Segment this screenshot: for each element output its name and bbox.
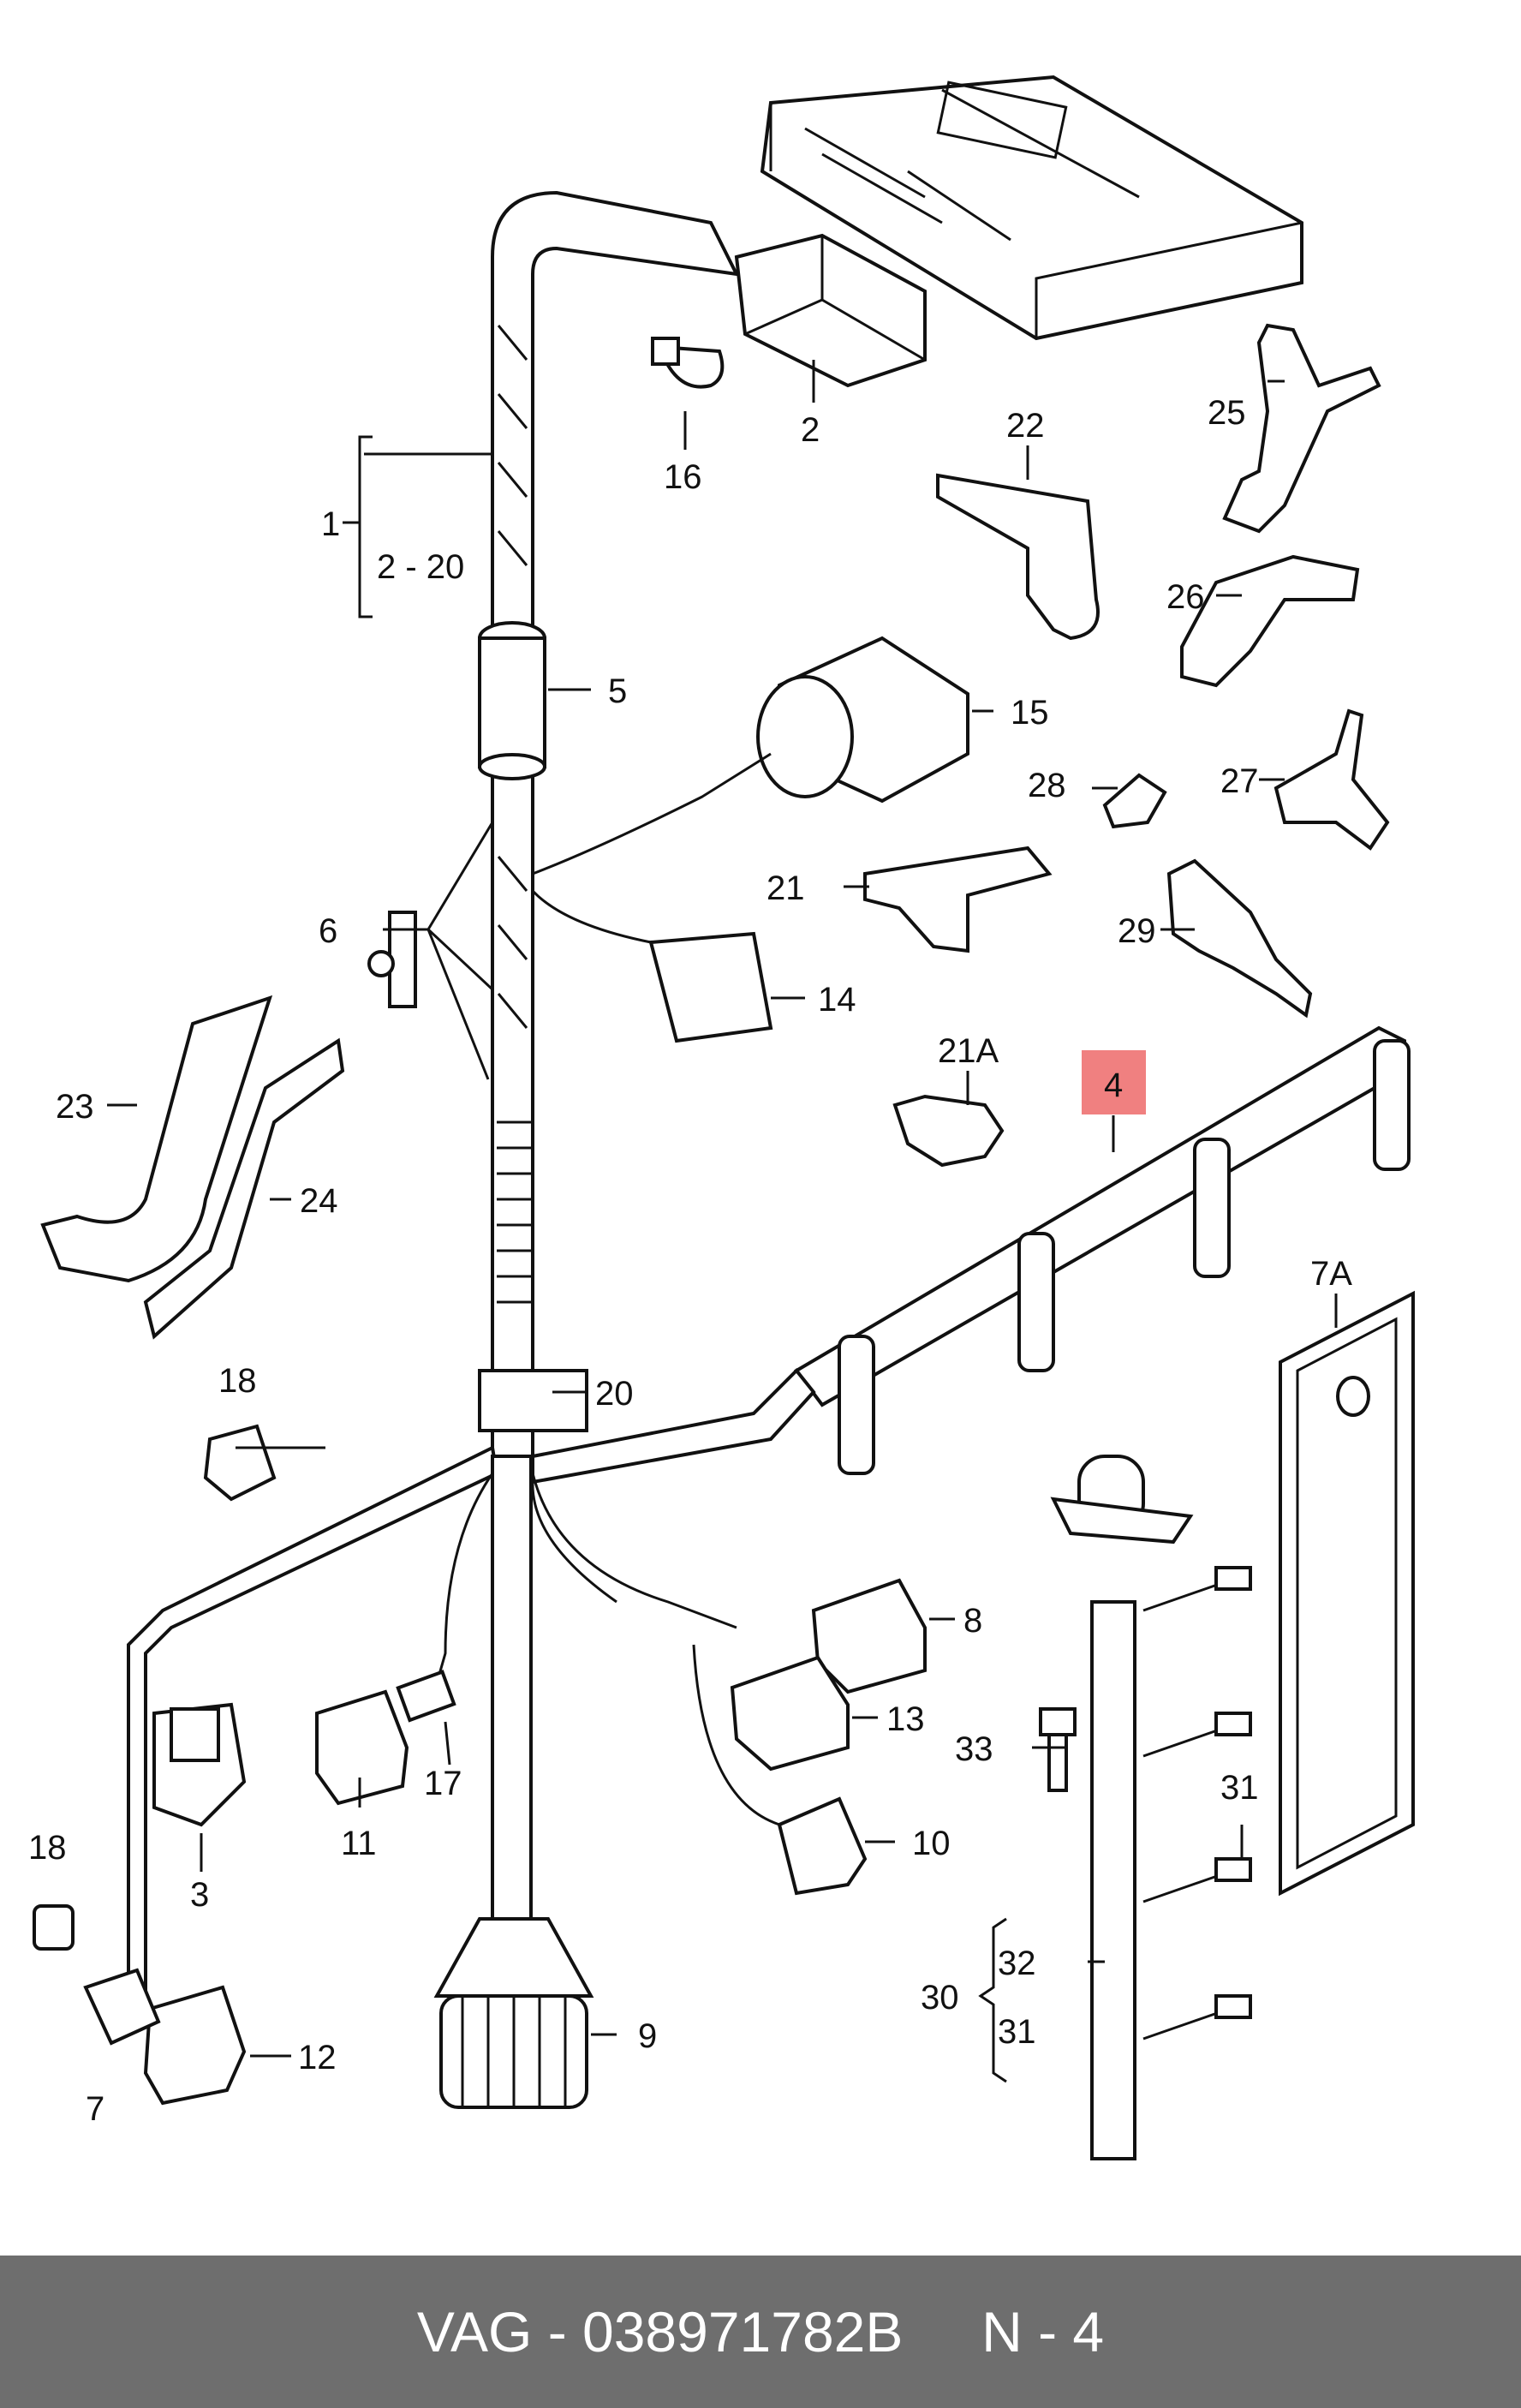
part-10-sensor <box>692 1644 868 1896</box>
part-17-sleeve <box>396 1670 456 1723</box>
part-26-bracket <box>1180 554 1360 688</box>
part-21-bracket <box>863 845 1053 953</box>
label-23: 23 <box>56 1088 94 1126</box>
part-number-footer: VAG - 038971782B N - 4 <box>0 2256 1521 2408</box>
label-21A: 21A <box>938 1032 999 1070</box>
footer-part-number: 038971782B <box>582 2300 904 2363</box>
part-27-bracket <box>1273 708 1390 851</box>
label-1: 1 <box>321 505 340 543</box>
label-24: 24 <box>300 1182 338 1220</box>
part-28-clip <box>1102 773 1167 829</box>
part-16-clip <box>651 337 725 389</box>
leader-lines <box>107 360 1338 2058</box>
highlight-box <box>1082 1050 1146 1114</box>
part-20-clip <box>478 1369 588 1432</box>
part-7A-gasket <box>1279 1290 1415 1897</box>
part-7-elbow <box>83 1968 161 2046</box>
label-20: 20 <box>595 1375 634 1413</box>
engine-control-unit <box>760 75 1303 341</box>
part-15-connector <box>532 636 969 875</box>
part-18-grommet-lower <box>33 1904 75 1951</box>
label-29: 29 <box>1118 912 1156 950</box>
label-7A: 7A <box>1310 1255 1352 1293</box>
part-6-bracket <box>367 911 417 1008</box>
footer-separator: - <box>532 2300 583 2363</box>
part-24-shield <box>143 1037 345 1340</box>
label-12: 12 <box>298 2039 337 2076</box>
part-25-bracket <box>1222 323 1381 534</box>
label-6: 6 <box>319 912 337 950</box>
part-18-grommet-upper <box>203 1424 277 1502</box>
label-5: 5 <box>608 672 627 710</box>
part-11-connector <box>315 1689 409 1806</box>
label-11: 11 <box>341 1825 377 1862</box>
label-2-20: 2 - 20 <box>377 548 464 586</box>
part-13-connector <box>730 1655 850 1772</box>
label-18-lower: 18 <box>28 1829 67 1867</box>
label-4: 4 <box>1104 1067 1123 1104</box>
part-4-ignition-harness <box>794 1025 1411 1475</box>
part-12-connector <box>143 1985 247 2106</box>
part-33-bolt <box>1039 1707 1077 1792</box>
label-3: 3 <box>190 1876 209 1914</box>
label-7: 7 <box>86 2090 104 2128</box>
label-25: 25 <box>1208 394 1246 432</box>
label-31-upper: 31 <box>1220 1769 1259 1807</box>
wiring-harness-diagram: 1 2 - 20 2 16 5 15 6 14 22 25 26 27 28 2… <box>28 75 1415 2160</box>
part-23-shield <box>40 995 273 1283</box>
label-10: 10 <box>912 1825 951 1862</box>
footer-gap <box>903 2299 981 2364</box>
label-8: 8 <box>963 1602 982 1640</box>
callout-labels: 1 2 - 20 2 16 5 15 6 14 22 25 26 27 28 2… <box>28 394 1352 2128</box>
part-3-connector <box>152 1702 247 1827</box>
label-28: 28 <box>1028 767 1066 804</box>
footer-brand: VAG <box>416 2300 533 2363</box>
part-21A-clip <box>892 1094 1005 1168</box>
label-13: 13 <box>886 1700 925 1738</box>
part-30-sender-harness <box>1050 1455 1252 2160</box>
part-22-bracket <box>936 473 1100 641</box>
label-33: 33 <box>955 1730 993 1768</box>
label-27: 27 <box>1220 762 1259 800</box>
label-31-lower: 31 <box>998 2013 1036 2051</box>
label-15: 15 <box>1011 694 1049 732</box>
part-29-bracket <box>1166 858 1313 1019</box>
main-harness-trunk <box>491 190 740 1458</box>
label-14: 14 <box>818 981 856 1019</box>
part-9-plug <box>433 1917 594 2109</box>
label-26: 26 <box>1166 578 1205 616</box>
label-9: 9 <box>638 2017 657 2055</box>
footer-position: N - 4 <box>981 2300 1105 2363</box>
label-18-upper: 18 <box>218 1362 257 1400</box>
label-30: 30 <box>921 1979 959 2017</box>
label-17: 17 <box>424 1765 462 1802</box>
label-2: 2 <box>801 411 820 449</box>
label-32: 32 <box>998 1945 1036 1982</box>
label-22: 22 <box>1006 407 1045 445</box>
label-16: 16 <box>664 458 702 496</box>
part-2-connector <box>734 233 927 388</box>
part-5-sleeve <box>478 621 546 780</box>
label-21: 21 <box>766 869 805 907</box>
part-14-connector <box>531 889 773 1043</box>
